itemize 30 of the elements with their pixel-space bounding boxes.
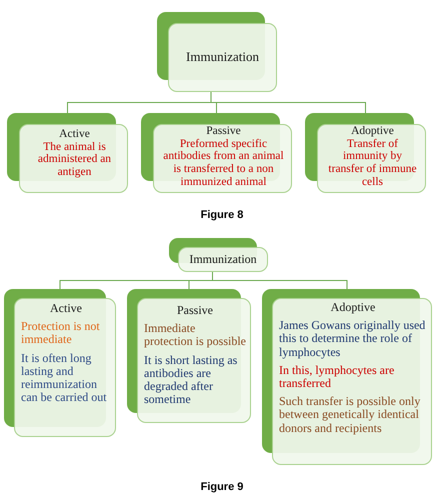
box-text: In this, lymphocytes are transferred [279, 364, 396, 390]
box-heading: Adoptive [350, 125, 395, 138]
box-heading: Immunization [189, 252, 257, 266]
box-text: The animal is administered an antigen [36, 140, 112, 179]
box-text: James Gowans originally used this to determine the role of lymphocytes [279, 319, 426, 359]
box-text: Immediate protection is possible [144, 322, 246, 349]
box-heading: Immunization [186, 50, 259, 65]
connector-line [212, 272, 348, 290]
category-box [7, 113, 128, 193]
category-box [4, 289, 116, 437]
box-text: It is often long lasting and reimmunization can be carried out [21, 352, 108, 404]
figure-caption: Figure 9 [200, 481, 244, 493]
figure-caption: Figure 8 [200, 209, 244, 221]
category-box [305, 113, 426, 193]
box-heading: Active [58, 128, 91, 141]
category-box [141, 113, 292, 193]
box-heading: Active [49, 302, 83, 316]
box-text: Protection is not immediate [21, 320, 101, 347]
box-text: Such transfer is possible only between genetically identical donors and recipients [279, 395, 422, 435]
category-box [127, 289, 251, 423]
box-text: Transfer of immunity by transfer of immune cells [327, 138, 418, 188]
root-box [157, 12, 277, 92]
root-box [169, 238, 268, 272]
category-box [262, 289, 432, 465]
box-text: It is short lasting as antibodies are degraded after sometime [144, 354, 238, 406]
box-text: Preformed specific antibodies from an animal is transferred to a non immunized animal [162, 138, 285, 188]
box-heading: Passive [205, 125, 242, 138]
connector-line [210, 92, 366, 114]
box-heading: Adoptive [330, 301, 376, 314]
box-heading: Passive [176, 304, 214, 318]
